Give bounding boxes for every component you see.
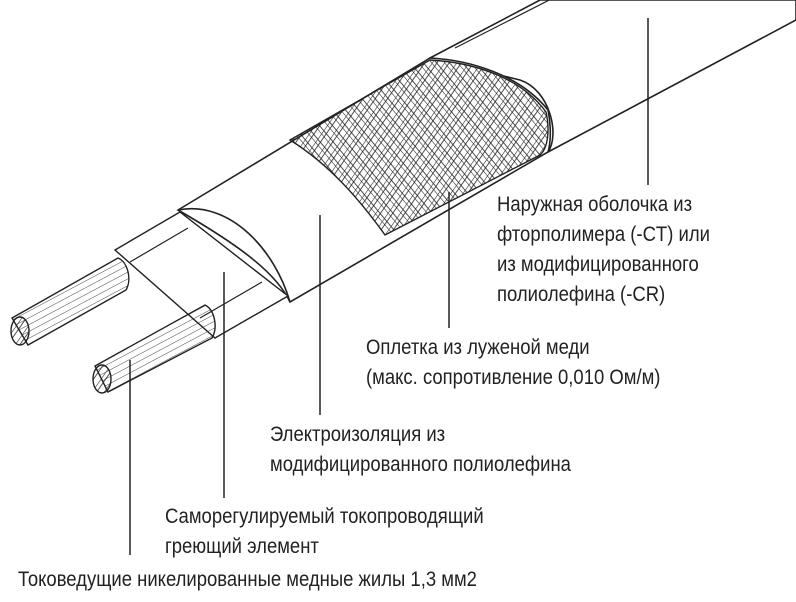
label-line: Саморегулируемый токопроводящий: [165, 505, 484, 528]
label-line: полиолефина (-CR): [497, 283, 666, 306]
label-line: Электроизоляция из: [270, 423, 446, 446]
copper-wire-right: [92, 304, 216, 394]
copper-wire-left: [10, 257, 130, 346]
label-wires: Токоведущие никелированные медные жилы 1…: [18, 565, 477, 595]
label-braid: Оплетка из луженой меди (макс. сопротивл…: [366, 333, 660, 393]
label-line: из модифицированного: [497, 253, 699, 276]
label-insulation: Электроизоляция из модифицированного пол…: [270, 420, 571, 480]
label-line: фторполимера (-CT) или: [497, 223, 710, 246]
copper-braid: [288, 59, 549, 236]
label-outer-jacket: Наружная оболочка из фторполимера (-CT) …: [497, 190, 710, 310]
outer-jacket: [427, 0, 796, 153]
label-line: греющий элемент: [165, 535, 319, 558]
label-heating-core: Саморегулируемый токопроводящий греющий …: [165, 502, 484, 562]
label-line: Токоведущие никелированные медные жилы 1…: [18, 568, 477, 591]
leader-lines: [129, 18, 649, 555]
label-line: (макс. сопротивление 0,010 Ом/м): [366, 366, 661, 389]
label-line: модифицированного полиолефина: [270, 453, 571, 476]
label-line: Оплетка из луженой меди: [366, 336, 590, 359]
label-line: Наружная оболочка из: [497, 193, 693, 216]
